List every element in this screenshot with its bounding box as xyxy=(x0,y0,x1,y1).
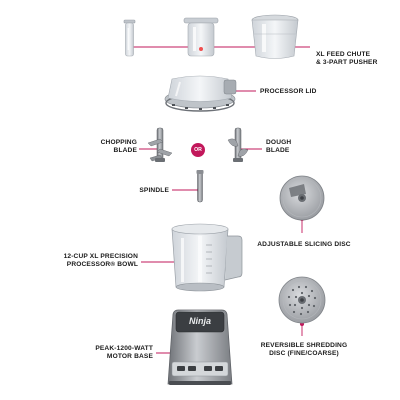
label-dough-blade: DOUGH BLADE xyxy=(266,139,292,154)
chopping-blade-icon xyxy=(147,127,173,162)
label-shredding-disc: REVERSIBLE SHREDDING DISC (FINE/COARSE) xyxy=(260,342,348,357)
processor-lid-icon xyxy=(164,75,237,112)
feed-chute-medium-icon xyxy=(183,17,219,57)
or-badge: OR xyxy=(191,143,205,157)
label-motor-base: PEAK-1200-WATT MOTOR BASE xyxy=(95,345,153,360)
label-feed-chute: XL FEED CHUTE & 3-PART PUSHER xyxy=(316,51,378,66)
spindle-icon xyxy=(196,170,204,203)
feed-chute-large-icon xyxy=(251,14,299,59)
motor-base-icon xyxy=(167,309,233,385)
shredding-disc-icon xyxy=(278,276,326,324)
brand-logo: Ninja xyxy=(188,316,211,326)
processor-bowl-icon xyxy=(171,223,243,292)
dough-blade-icon xyxy=(227,127,249,162)
slicing-disc-icon xyxy=(279,175,325,221)
label-bowl: 12-CUP XL PRECISION PROCESSOR® BOWL xyxy=(63,253,138,268)
label-slicing-disc: ADJUSTABLE SLICING DISC xyxy=(257,241,351,248)
label-chopping-blade: CHOPPING BLADE xyxy=(100,139,137,154)
label-spindle: SPINDLE xyxy=(139,187,169,194)
label-processor-lid: PROCESSOR LID xyxy=(260,88,317,95)
feed-chute-small-icon xyxy=(123,19,136,57)
